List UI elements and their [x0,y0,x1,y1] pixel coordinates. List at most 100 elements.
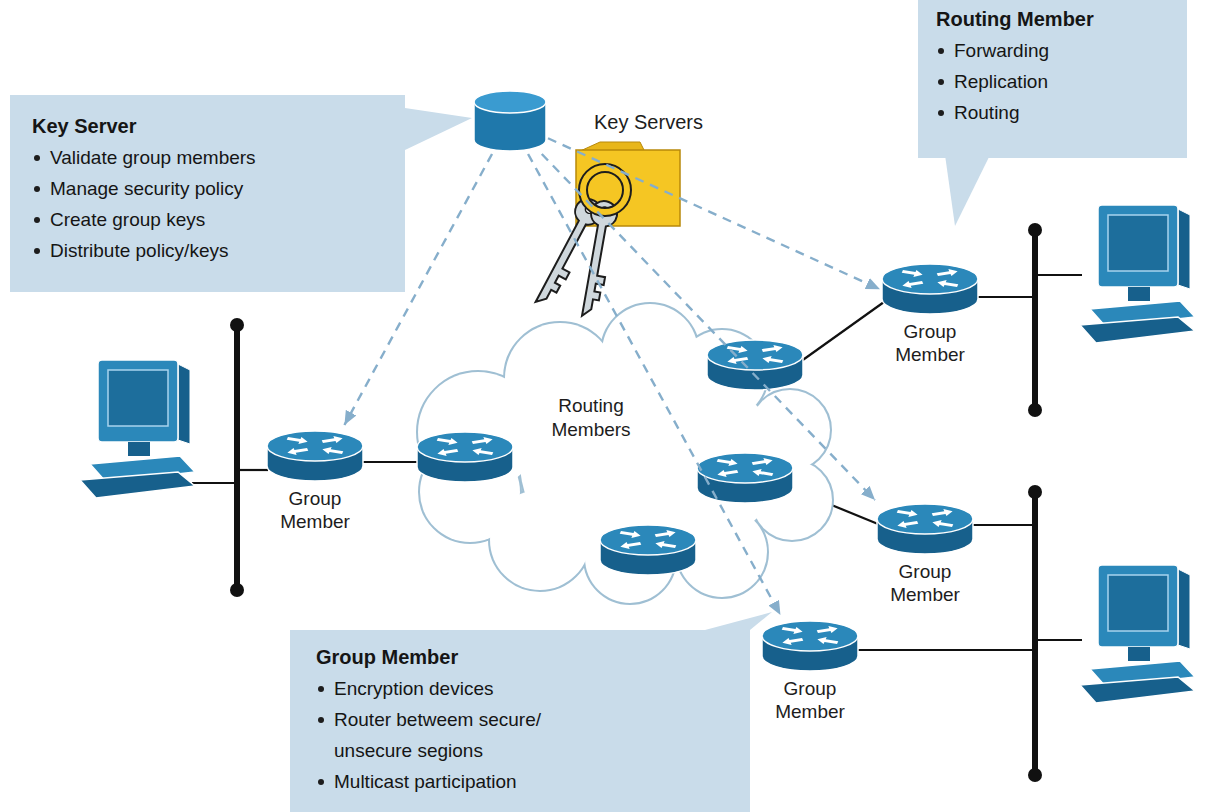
router-top [762,621,858,651]
bullet-item: Router betweem secure/ unsecure segions [316,704,726,766]
router-arrow [321,446,344,456]
pc-monitor [98,360,178,442]
network-link [192,482,237,484]
router-top [600,525,696,555]
router-arrow [436,447,459,457]
router-arrow [781,625,804,635]
cloud-shape [410,310,840,610]
router-arrow [816,625,839,635]
router-arrow [936,279,959,289]
network-link [973,524,1035,526]
router-icon [882,264,978,314]
router-arrow [716,468,739,478]
bullet-item: Manage security policy [32,173,385,204]
bullet-dot [938,110,944,116]
network-link [1035,639,1082,641]
router-icon [877,504,973,554]
bullet-text: Multicast participation [334,766,517,797]
router-arrow [751,457,774,467]
key [573,199,619,319]
node-label: Group Member [760,677,860,723]
pc-screen [1108,215,1168,271]
bullet-item: Validate group members [32,142,385,173]
bullet-text: Replication [954,66,1048,97]
pc-keyboard [1080,677,1195,703]
cylinder-top [474,91,546,113]
pc-screen [108,370,168,426]
lan-terminator [1028,768,1042,782]
router-shape [265,425,365,487]
network-link [1035,274,1082,276]
router-shape [760,615,860,677]
router-icon [707,340,803,390]
bullet-dot [34,155,40,161]
pc-neck [1128,647,1150,661]
router-top [267,431,363,461]
network-link [362,461,420,463]
pc-monitor-side [1178,209,1190,289]
pc-monitor [1098,205,1178,287]
node-label: Key Servers [594,110,703,134]
router-arrow [286,435,309,445]
router-top [707,340,803,370]
bullet-dot [34,217,40,223]
bullet-text: Create group keys [50,204,205,235]
server-cylinder: Key Servers [472,88,548,154]
callout-tail [945,155,990,226]
node-label: Group Member [875,560,975,606]
pc-icon [1080,205,1195,343]
router-top [417,432,513,462]
router-arrow [896,508,919,518]
pc-icon [1080,565,1195,703]
node-label: Group Member [265,487,365,533]
key-shape [573,199,619,319]
router-icon [600,525,696,575]
router-node: Group Member [875,498,975,606]
lan-terminator [230,583,244,597]
router-top [882,264,978,294]
bullet-text: Validate group members [50,142,256,173]
dashed-arrow [542,154,875,500]
pc-monitor-side [1178,569,1190,649]
router-arrow [286,446,309,456]
router-arrow [931,508,954,518]
router-arrow [716,457,739,467]
bullet-dot [938,79,944,85]
lan-bus [1032,492,1038,775]
bullet-item: Distribute policy/keys [32,235,385,266]
callout-box: Routing MemberForwardingReplicationRouti… [918,0,1187,158]
bullet-dot [318,686,324,692]
router-arrow [726,344,749,354]
router-node: Group Member [880,258,980,366]
dashed-arrow [548,138,880,289]
callout-tail [405,108,472,150]
lan-bus [1032,230,1038,410]
pc-icon [80,360,195,498]
router-arrow [751,468,774,478]
lan-terminator [230,318,244,332]
dashed-arrow [528,154,780,615]
router-arrow [781,636,804,646]
bullet-item: Routing [936,97,1171,128]
router-arrow [654,540,677,550]
network-link [858,649,1035,651]
router-arrow [901,279,924,289]
router-arrow [931,519,954,529]
network-link [978,296,1035,298]
bullet-dot [34,186,40,192]
bullet-text: Router betweem secure/ unsecure segions [334,704,574,766]
key-ring [583,168,627,212]
router-arrow [654,529,677,539]
node-label: Routing Members [538,394,644,442]
bullet-dot [318,717,324,723]
bullet-item: Multicast participation [316,766,726,797]
bullet-dot [938,48,944,54]
router-arrow [619,540,642,550]
key-ring [583,168,627,212]
node-label: Group Member [880,320,980,366]
dashed-arrow [344,154,492,425]
callout-heading: Group Member [316,642,726,673]
router-arrow [321,435,344,445]
bullet-dot [318,779,324,785]
